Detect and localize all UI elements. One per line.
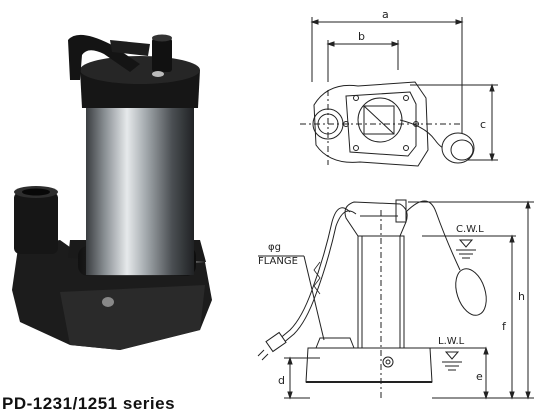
plan-float — [441, 132, 475, 164]
model-caption: PD-1231/1251 series — [2, 394, 176, 413]
dim-c: c — [480, 118, 486, 131]
pump-side-head — [344, 201, 408, 237]
pump-handle — [68, 34, 140, 80]
dim-a: a — [382, 8, 389, 21]
dim-d: d — [278, 374, 285, 387]
cwl-label: C.W.L — [456, 224, 484, 235]
dim-f: f — [502, 320, 507, 333]
pump-outlet — [14, 192, 58, 254]
lwl-label: L.W.L — [438, 336, 465, 347]
dim-e: e — [476, 370, 483, 383]
flange-label: FLANGE — [258, 256, 298, 267]
pump-photo — [12, 34, 212, 350]
side-float — [455, 268, 487, 316]
dim-h: h — [518, 290, 525, 303]
pump-side-base — [305, 347, 433, 383]
technical-drawing: a b c C.W.L L.W.L — [257, 8, 534, 400]
g-label: φg — [268, 242, 281, 253]
pump-cable-gland — [152, 38, 172, 72]
dim-b: b — [358, 30, 365, 43]
plan-outline — [313, 81, 429, 167]
pump-steel-body — [86, 95, 194, 275]
